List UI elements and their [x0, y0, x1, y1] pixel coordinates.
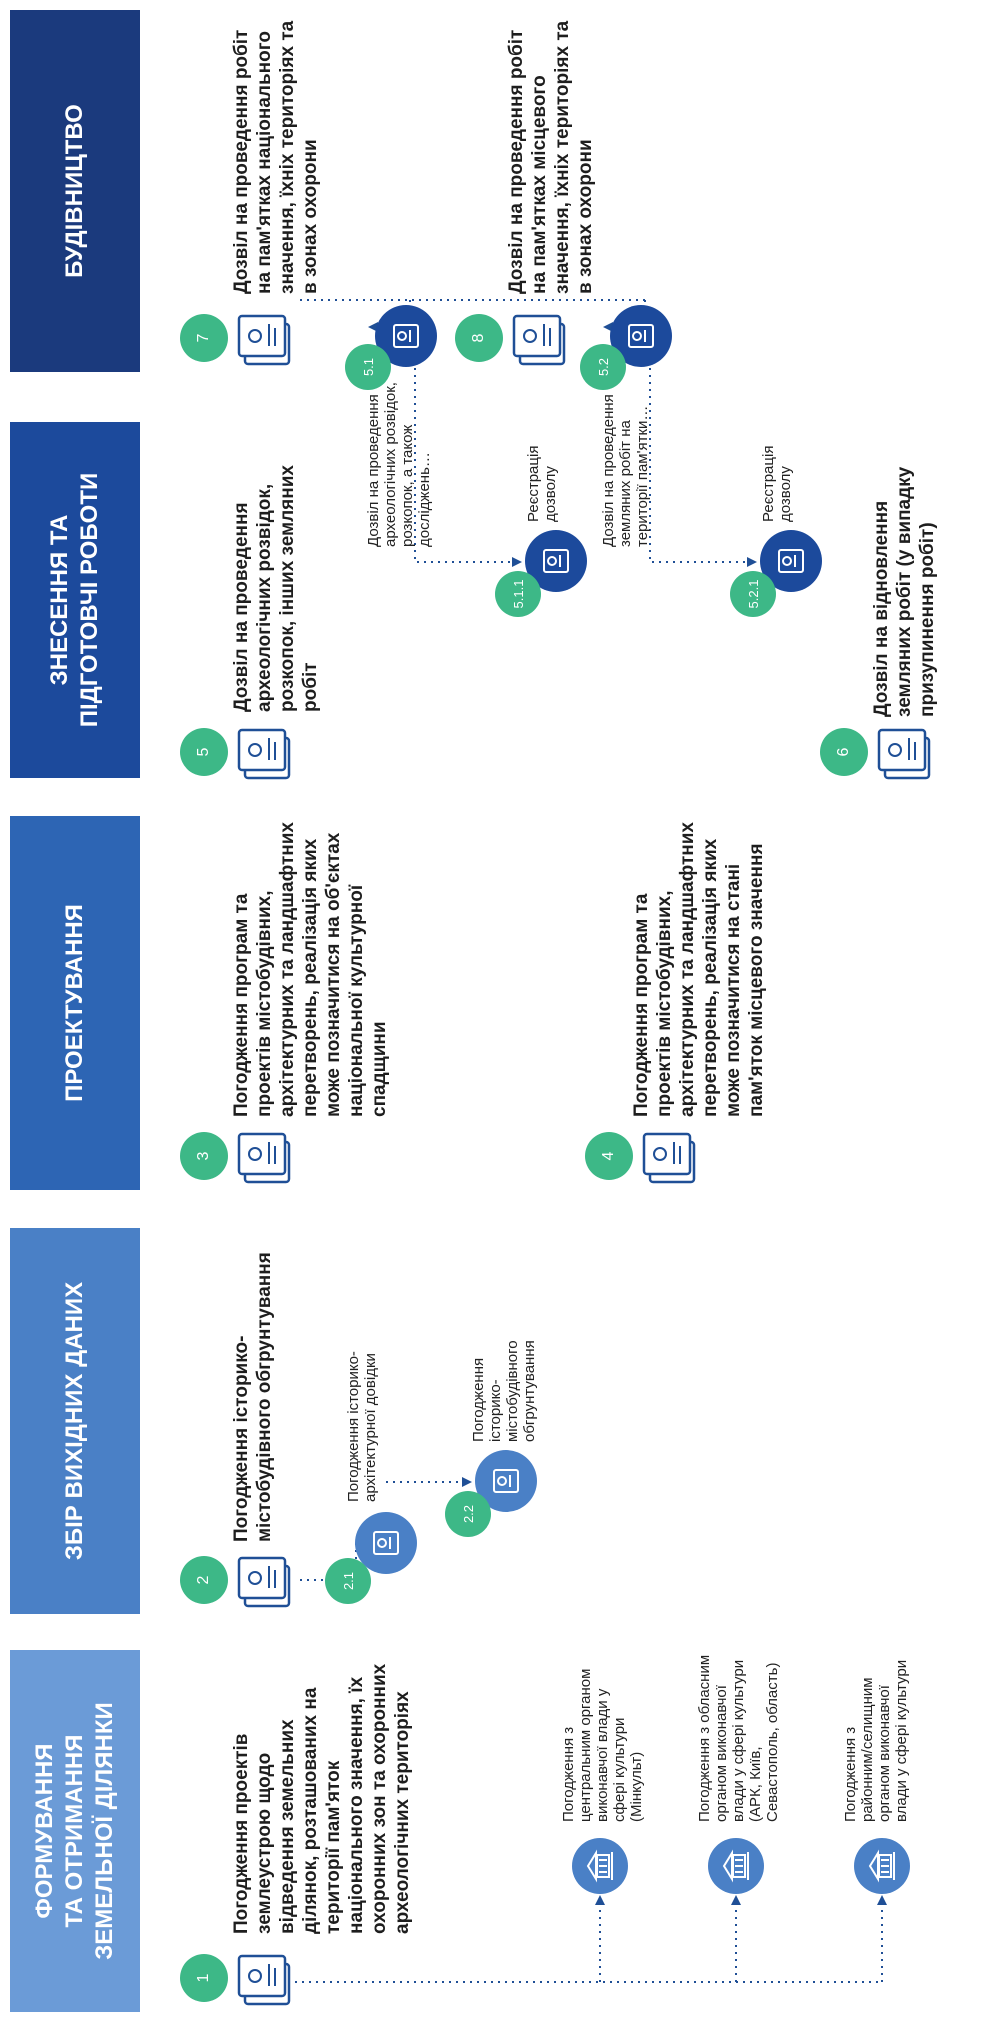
connector-5-sub2-reg: [649, 347, 755, 563]
stage-1-title-line-3: ЗЕМЕЛЬНОЇ ДІЛЯНКИ: [91, 1702, 118, 1960]
step-5-sub-1-1-number: 5.1.1: [495, 571, 541, 617]
step-2-sub-1-badge: [355, 1512, 417, 1574]
stage-4-title-line-2: ПІДГОТОВЧІ РОБОТИ: [76, 472, 103, 728]
step-8-text: Дозвіл на проведення робіт на пам'ятках …: [506, 20, 596, 294]
step-2-sub-1-number: 2.1: [325, 1558, 371, 1604]
arrowhead: [731, 1895, 741, 1905]
stage-1-title-line-2: ТА ОТРИМАННЯ: [61, 1734, 88, 1928]
step-8-number: 8: [455, 314, 503, 362]
stage-bar-2: ЗБІР ВИХІДНИХ ДАНИХ: [10, 1228, 140, 1614]
arrowhead: [462, 1477, 472, 1487]
arrowhead: [595, 1895, 605, 1905]
document-icon: [237, 1556, 291, 1608]
step-1-sub-3-badge: [854, 1838, 910, 1894]
step-5-sub-1-badge: [375, 305, 437, 367]
document-icon: [373, 1531, 399, 1555]
step-1-sub-1-text: Погодження з центральним органом виконав…: [560, 1668, 645, 1822]
step-7-text: Дозвіл на проведення робіт на пам'ятках …: [231, 20, 321, 294]
arrowhead: [877, 1895, 887, 1905]
stage-bar-5: БУДІВНИЦТВО: [10, 10, 140, 372]
step-1-sub-2-text: Погодження з обласним органом виконавчої…: [696, 1654, 781, 1822]
government-building-icon: [586, 1849, 613, 1883]
step-3-number: 3: [180, 1132, 228, 1180]
step-1-sub-2-badge: [708, 1838, 764, 1894]
arrowhead: [747, 557, 757, 567]
step-5-sub-1-1-text: Реєстрація дозволу: [525, 445, 559, 522]
step-5-sub-1-1-badge: [525, 530, 587, 592]
document-icon: [237, 1132, 291, 1184]
step-2-text: Погодження історико-містобудівного обгру…: [231, 1252, 275, 1542]
step-2-sub-2-badge: [475, 1450, 537, 1512]
stage-4-title-line-1: ЗНЕСЕННЯ ТА: [46, 514, 73, 686]
document-icon: [493, 1469, 519, 1493]
stage-2-title: ЗБІР ВИХІДНИХ ДАНИХ: [61, 1281, 88, 1561]
document-icon: [778, 549, 804, 573]
document-icon: [642, 1132, 696, 1184]
arrowhead: [512, 557, 522, 567]
step-4-number: 4: [585, 1132, 633, 1180]
document-icon: [237, 1954, 291, 2006]
step-5-sub-2-badge: [610, 305, 672, 367]
step-3-text: Погодження програм та проектів містобуді…: [231, 822, 390, 1117]
step-6-number: 6: [820, 728, 868, 776]
step-1-sub-1-badge: [572, 1838, 628, 1894]
stage-bar-3: ПРОЕКТУВАННЯ: [10, 816, 140, 1190]
stage-1-title-line-1: ФОРМУВАННЯ: [31, 1743, 58, 1919]
document-icon: [512, 314, 566, 366]
step-5-sub-2-1-number: 5.2.1: [730, 571, 776, 617]
step-2-sub-2-text: Погодження історико-містобудівного обгру…: [470, 1340, 538, 1442]
step-7-number: 7: [180, 314, 228, 362]
step-5-text: Дозвіл на проведення археологічних розві…: [231, 465, 321, 712]
government-building-icon: [722, 1849, 749, 1883]
stage-3-title: ПРОЕКТУВАННЯ: [61, 904, 88, 1102]
document-icon: [393, 324, 419, 348]
stage-5-title: БУДІВНИЦТВО: [61, 104, 88, 278]
government-building-icon: [868, 1849, 895, 1883]
document-icon: [543, 549, 569, 573]
document-icon: [237, 314, 291, 366]
step-1-text: Погодження проектів землеустрою щодо від…: [231, 1663, 413, 1934]
step-2-number: 2: [180, 1556, 228, 1604]
step-2-sub-2-number: 2.2: [445, 1491, 491, 1537]
step-2-sub-1-text: Погодження історико-архітектурної довідк…: [345, 1351, 379, 1502]
step-4-text: Погодження програм та проектів містобуді…: [631, 822, 767, 1117]
document-icon: [877, 728, 931, 780]
step-5-sub-2-1-text: Реєстрація дозволу: [760, 445, 794, 522]
connector-5-sub1-reg: [414, 347, 520, 563]
step-1-number: 1: [180, 1954, 228, 2002]
step-5-number: 5: [180, 728, 228, 776]
step-6-text: Дозвіл на відновлення земляних робіт (у …: [871, 466, 938, 717]
document-icon: [628, 324, 654, 348]
document-icon: [237, 728, 291, 780]
step-5-sub-2-text: Дозвіл на проведення земляних робіт на т…: [600, 394, 651, 547]
step-5-sub-1-text: Дозвіл на проведення археологічних розві…: [365, 382, 433, 547]
step-1-sub-3-text: Погодження з районним/селищним органом в…: [842, 1659, 910, 1822]
step-5-sub-2-1-badge: [760, 530, 822, 592]
